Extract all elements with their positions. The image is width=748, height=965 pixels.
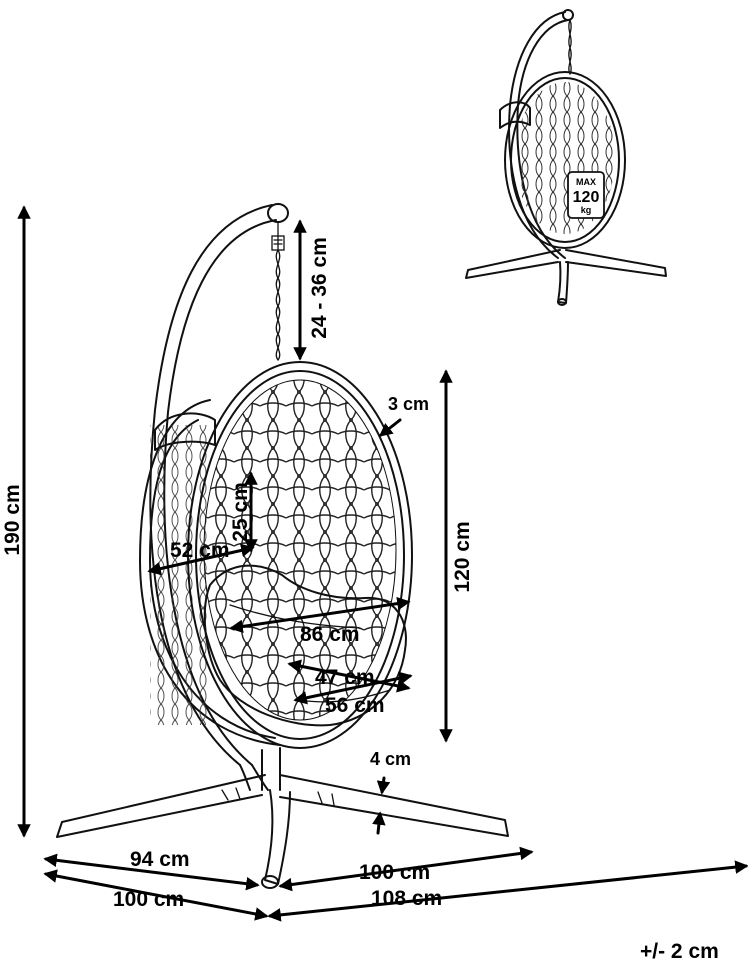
label-chain: 24 - 36 cm: [308, 237, 331, 339]
label-tube: 3 cm: [388, 394, 429, 414]
label-seat-inner: 47 cm: [315, 666, 375, 689]
badge-line3: kg: [581, 205, 592, 215]
label-egg-height: 120 cm: [451, 521, 474, 592]
label-depth: 52 cm: [170, 539, 230, 562]
label-base-left-long: 100 cm: [113, 888, 184, 911]
label-pipe: 4 cm: [370, 749, 411, 769]
dimension-labels: 190 cm 24 - 36 cm 3 cm 120 cm 25 cm 52 c…: [1, 237, 719, 963]
max-weight-badge: MAX 120 kg: [567, 171, 605, 219]
label-base-right-short: 100 cm: [359, 861, 430, 884]
tolerance-note: +/- 2 cm: [640, 940, 719, 963]
label-seat-outer: 56 cm: [325, 694, 385, 717]
chair-inset-illustration: MAX 120 kg: [465, 9, 667, 306]
chain: [271, 221, 285, 361]
badge-line2: 120: [573, 189, 600, 206]
badge-line1: MAX: [576, 177, 596, 187]
chair-main-illustration: [56, 203, 509, 889]
dimension-lines: [17, 205, 748, 922]
label-base-right-long: 108 cm: [371, 887, 442, 910]
base-legs: [56, 774, 509, 889]
label-base-left-short: 94 cm: [130, 848, 190, 871]
label-backrest: 25 cm: [229, 482, 252, 542]
label-height-total: 190 cm: [1, 484, 24, 555]
label-egg-width: 86 cm: [300, 623, 360, 646]
